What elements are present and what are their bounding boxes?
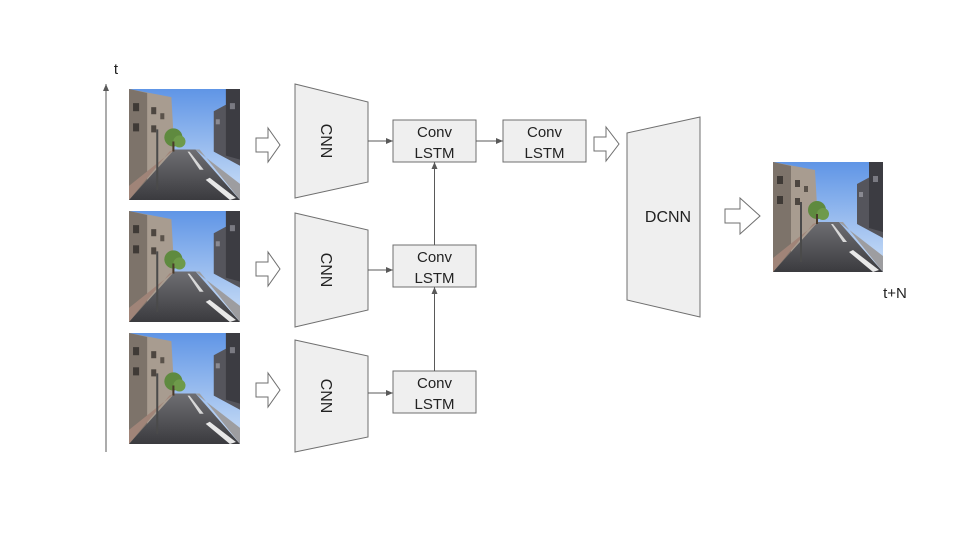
dcnn-block [626,116,701,318]
convlstm-4-line1: Conv [527,124,563,141]
hollow-arrow-2 [255,250,281,288]
output-label: t+N [883,285,907,302]
hollow-arrow-to-dcnn [593,125,620,163]
convlstm-3-line1: Conv [417,375,453,392]
convlstm-4-line2: LSTM [524,145,564,162]
convlstm-block-4 [502,119,587,163]
input-frame-2 [129,211,240,322]
convlstm-3-line2: LSTM [414,396,454,413]
cnn-block-2 [294,212,369,328]
cnn-label-1: CNN [317,124,334,159]
hollow-arrow-to-output [724,196,761,236]
cnn-block-3 [294,339,369,453]
cnn-block-1 [294,83,369,199]
cnn-label-2: CNN [317,253,334,288]
output-frame [773,162,883,272]
input-frame-3 [129,333,240,444]
time-axis-label: t [114,61,119,78]
dcnn-label: DCNN [645,209,691,226]
hollow-arrow-1 [255,126,281,164]
input-frame-1 [129,89,240,200]
convlstm-2-line2: LSTM [414,270,454,287]
convlstm-2-line1: Conv [417,249,453,266]
hollow-arrow-3 [255,371,281,409]
convlstm-1-line1: Conv [417,124,453,141]
cnn-label-3: CNN [317,379,334,414]
convlstm-1-line2: LSTM [414,145,454,162]
convlstm-block-1 [392,119,477,163]
